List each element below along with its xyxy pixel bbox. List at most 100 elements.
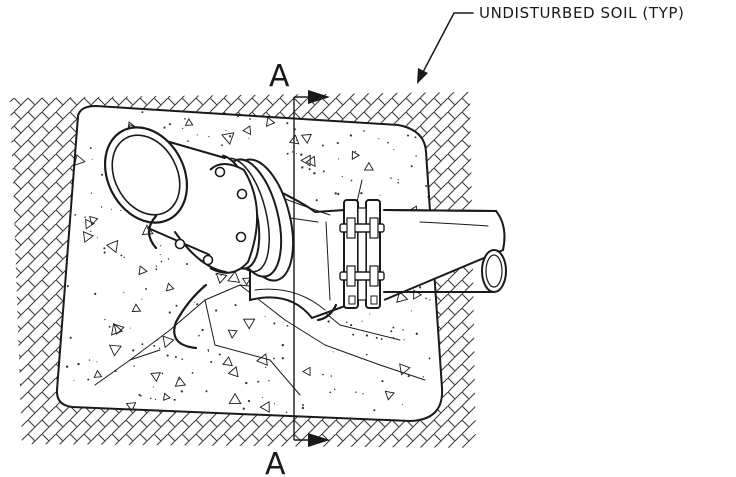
aggregate-dot — [234, 304, 237, 307]
aggregate-dot — [174, 355, 177, 359]
aggregate-dot — [196, 303, 199, 306]
bolt-icon — [214, 166, 226, 178]
aggregate-triangle — [111, 322, 124, 336]
aggregate-dot — [286, 324, 289, 327]
aggregate-dot — [91, 158, 93, 160]
aggregate-dot — [286, 152, 289, 155]
aggregate-dot — [96, 361, 98, 363]
aggregate-dot — [361, 320, 363, 322]
aggregate-dot — [77, 362, 80, 366]
aggregate-dot — [390, 177, 392, 179]
aggregate-dot — [355, 391, 357, 393]
aggregate-dot — [346, 321, 348, 324]
aggregate-dot — [168, 123, 172, 126]
aggregate-triangle — [125, 402, 137, 413]
aggregate-dot — [242, 407, 245, 410]
aggregate-dot — [89, 147, 92, 150]
aggregate-dot — [321, 144, 324, 147]
aggregate-dot — [308, 168, 311, 171]
aggregate-dot — [329, 391, 332, 394]
aggregate-dot — [159, 254, 161, 256]
aggregate-triangle — [259, 401, 270, 413]
aggregate-dot — [90, 230, 92, 232]
aggregate-triangle — [105, 239, 119, 254]
aggregate-dot — [193, 301, 195, 303]
aggregate-dot — [375, 336, 378, 339]
aggregate-dot — [354, 150, 356, 153]
outlet-flanges — [339, 199, 385, 309]
aggregate-dot — [380, 338, 383, 340]
aggregate-dot — [264, 315, 266, 317]
aggregate-dot — [350, 179, 353, 182]
aggregate-dot — [285, 411, 288, 414]
aggregate-triangle — [89, 215, 99, 226]
aggregate-dot — [163, 126, 166, 129]
aggregate-triangle — [384, 390, 395, 401]
aggregate-dot — [182, 127, 184, 130]
aggregate-dot — [425, 297, 427, 300]
aggregate-dot — [373, 409, 376, 412]
aggregate-dot — [103, 251, 106, 254]
aggregate-dot — [145, 287, 148, 290]
aggregate-dot — [100, 206, 103, 208]
aggregate-triangle — [396, 290, 409, 303]
aggregate-dot — [338, 158, 340, 160]
aggregate-dot — [350, 324, 353, 327]
aggregate-dot — [153, 344, 156, 347]
aggregate-triangle — [227, 270, 241, 283]
aggregate-triangle — [138, 265, 148, 276]
aggregate-dot — [173, 398, 176, 401]
aggregate-dot — [84, 216, 86, 219]
aggregate-dot — [337, 192, 340, 196]
bolt-icon — [235, 231, 247, 243]
aggregate-triangle — [300, 133, 312, 144]
aggregate-dot — [291, 151, 294, 153]
aggregate-triangle — [108, 344, 122, 357]
aggregate-dot — [268, 380, 270, 382]
aggregate-dot — [208, 136, 210, 138]
aggregate-dot — [69, 336, 72, 339]
aggregate-dot — [410, 310, 412, 312]
section-label-bottom: A — [265, 447, 286, 477]
aggregate-triangle — [184, 117, 194, 126]
aggregate-dot — [301, 166, 304, 169]
aggregate-dot — [295, 139, 298, 141]
aggregate-dot — [387, 141, 389, 144]
aggregate-dot — [330, 375, 333, 377]
aggregate-dot — [94, 292, 97, 295]
aggregate-dot — [108, 325, 111, 328]
aggregate-dot — [273, 403, 276, 405]
aggregate-dot — [167, 258, 170, 260]
aggregate-dot — [74, 213, 77, 216]
aggregate-dot — [363, 130, 365, 132]
aggregate-dot — [201, 328, 204, 332]
aggregate-dot — [87, 378, 90, 381]
section-cut-line: A A — [265, 59, 330, 477]
aggregate-dot — [419, 286, 422, 289]
section-arrow-top-icon — [308, 90, 330, 104]
aggregate-dot — [286, 122, 289, 125]
bolt-icon — [202, 254, 214, 266]
aggregate-dot — [349, 134, 353, 137]
aggregate-dot — [281, 343, 284, 347]
aggregate-dot — [427, 196, 429, 198]
aggregate-triangle — [221, 132, 235, 145]
aggregate-triangle — [302, 366, 311, 377]
aggregate-triangle — [241, 277, 251, 286]
aggregate-dot — [166, 289, 168, 291]
aggregate-dot — [149, 397, 152, 399]
aggregate-dot — [205, 390, 208, 393]
aggregate-dot — [397, 181, 400, 184]
aggregate-dot — [120, 209, 122, 211]
aggregate-dot — [429, 299, 431, 301]
aggregate-dot — [397, 179, 400, 181]
restraint-rods — [147, 214, 338, 350]
aggregate-dot — [403, 339, 405, 341]
aggregate-dot — [378, 138, 380, 140]
aggregate-dot — [187, 140, 189, 142]
aggregate-triangle — [265, 116, 276, 127]
aggregate-triangle — [82, 231, 95, 244]
aggregate-dot — [390, 330, 393, 333]
aggregate-dot — [249, 118, 251, 120]
aggregate-dot — [369, 313, 371, 315]
